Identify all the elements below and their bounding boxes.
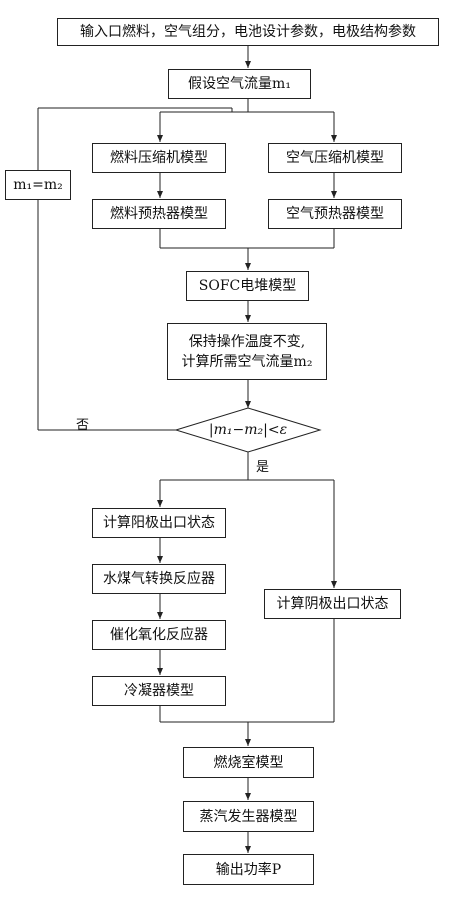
condenser-box: 冷凝器模型 [92, 676, 226, 706]
combustor-box: 燃烧室模型 [183, 747, 314, 778]
convergence-decision: |m₁−m₂|<ε [208, 422, 288, 438]
anode-outlet-box: 计算阳极出口状态 [92, 508, 226, 538]
keep-temperature-box: 保持操作温度不变, 计算所需空气流量m₂ [167, 323, 327, 380]
keep-temperature-line2: 计算所需空气流量m₂ [181, 353, 313, 370]
fuel-preheater-box: 燃料预热器模型 [92, 199, 226, 229]
catalytic-oxidation-box: 催化氧化反应器 [92, 620, 226, 650]
air-preheater-box: 空气预热器模型 [268, 199, 402, 229]
output-power-box: 输出功率P [183, 854, 314, 885]
update-m1-box: m₁=m₂ [5, 170, 71, 200]
keep-temperature-line1: 保持操作温度不变, [188, 333, 306, 350]
input-parameters-box: 输入口燃料，空气组分，电池设计参数，电极结构参数 [57, 18, 439, 46]
yes-label: 是 [256, 460, 270, 475]
cathode-outlet-box: 计算阴极出口状态 [264, 589, 401, 619]
steam-generator-box: 蒸汽发生器模型 [183, 801, 314, 832]
assume-air-flow-box: 假设空气流量m₁ [168, 69, 311, 99]
fuel-compressor-box: 燃料压缩机模型 [92, 143, 226, 173]
no-label: 否 [76, 418, 90, 433]
air-compressor-box: 空气压缩机模型 [268, 143, 402, 173]
sofc-stack-box: SOFC电堆模型 [186, 271, 309, 301]
water-gas-shift-box: 水煤气转换反应器 [92, 564, 226, 594]
